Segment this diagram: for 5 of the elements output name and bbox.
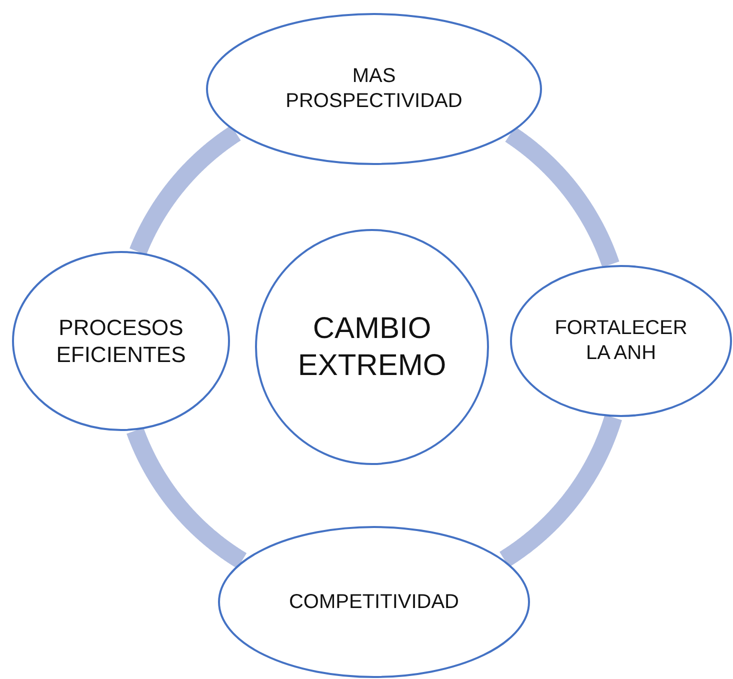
node-label: CAMBIO EXTREMO [296, 310, 448, 384]
node-label: FORTALECER LA ANH [554, 316, 688, 366]
node-label: MAS PROSPECTIVIDAD [284, 64, 464, 114]
node-label: COMPETITIVIDAD [288, 590, 459, 614]
node-label: PROCESOS EFICIENTES [55, 314, 187, 368]
